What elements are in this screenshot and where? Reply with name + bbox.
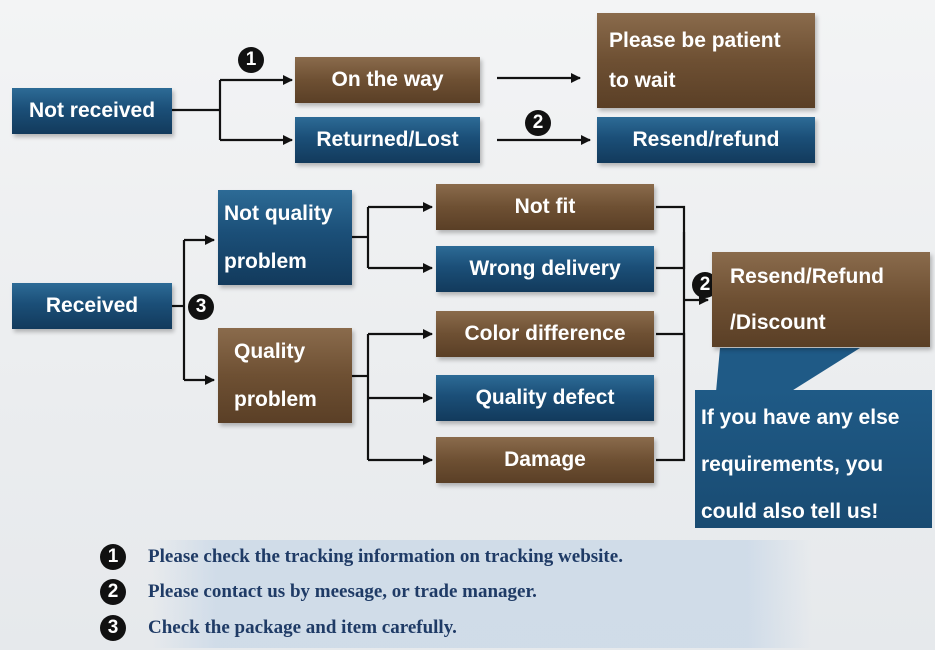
- marker-two-secondary-label: 2: [699, 274, 711, 295]
- node-quality-line1: Quality: [234, 340, 306, 364]
- note-item: 1 Please check the tracking information …: [100, 542, 623, 572]
- note-marker-icon: 1: [100, 544, 126, 570]
- node-damage: Damage: [436, 437, 654, 483]
- callout-line1: If you have any else: [701, 406, 900, 429]
- callout-line2: requirements, you: [701, 453, 884, 476]
- node-not-received: Not received: [12, 88, 172, 134]
- node-color-difference: Color difference: [436, 311, 654, 357]
- callout-line3: could also tell us!: [701, 500, 879, 523]
- note-text: Check the package and item carefully.: [148, 617, 457, 638]
- marker-one-icon: 1: [238, 47, 264, 73]
- marker-one-label: 1: [245, 49, 257, 70]
- node-please-wait: Please be patient to wait: [597, 13, 815, 108]
- node-not-quality-line1: Not quality: [224, 202, 333, 226]
- node-wrong-delivery-label: Wrong delivery: [469, 257, 621, 281]
- node-returned-lost: Returned/Lost: [295, 117, 480, 163]
- callout-note: If you have any else requirements, you c…: [695, 390, 932, 528]
- node-resend-refund-label: Resend/refund: [632, 128, 780, 152]
- node-on-the-way: On the way: [295, 57, 480, 103]
- marker-three-label: 3: [195, 296, 207, 317]
- node-damage-label: Damage: [504, 448, 586, 472]
- note-item: 2 Please contact us by meesage, or trade…: [100, 577, 537, 607]
- node-color-difference-label: Color difference: [464, 322, 626, 346]
- note-marker-label: 3: [107, 617, 119, 638]
- node-not-fit: Not fit: [436, 184, 654, 230]
- node-not-quality-problem: Not quality problem: [218, 190, 352, 285]
- node-please-wait-line1: Please be patient: [609, 29, 781, 53]
- node-not-received-label: Not received: [28, 99, 156, 123]
- marker-two-label: 2: [532, 112, 544, 133]
- callout-pointer: [716, 348, 860, 392]
- node-on-the-way-label: On the way: [331, 68, 444, 92]
- note-text: Please contact us by meesage, or trade m…: [148, 581, 537, 602]
- node-quality-defect: Quality defect: [436, 375, 654, 421]
- marker-three-icon: 3: [188, 294, 214, 320]
- marker-two-icon: 2: [525, 110, 551, 136]
- notes-band: [152, 540, 812, 648]
- note-item: 3 Check the package and item carefully.: [100, 613, 457, 643]
- node-not-fit-label: Not fit: [514, 195, 576, 219]
- note-marker-label: 2: [107, 581, 119, 602]
- node-quality-line2: problem: [234, 387, 317, 411]
- node-quality-defect-label: Quality defect: [475, 386, 615, 410]
- node-please-wait-line2: to wait: [609, 68, 676, 92]
- note-marker-label: 1: [107, 546, 119, 567]
- node-received-label: Received: [45, 294, 139, 318]
- note-marker-icon: 3: [100, 615, 126, 641]
- node-returned-lost-label: Returned/Lost: [316, 128, 459, 152]
- node-resend-refund-discount-line1: Resend/Refund: [730, 265, 885, 289]
- node-resend-refund-discount: Resend/Refund /Discount: [712, 252, 930, 347]
- node-quality-problem: Quality problem: [218, 328, 352, 423]
- node-resend-refund: Resend/refund: [597, 117, 815, 163]
- node-received: Received: [12, 283, 172, 329]
- node-not-quality-line2: problem: [224, 249, 307, 273]
- node-resend-refund-discount-line2: /Discount: [730, 310, 826, 334]
- note-marker-icon: 2: [100, 579, 126, 605]
- node-wrong-delivery: Wrong delivery: [436, 246, 654, 292]
- note-text: Please check the tracking information on…: [148, 546, 623, 567]
